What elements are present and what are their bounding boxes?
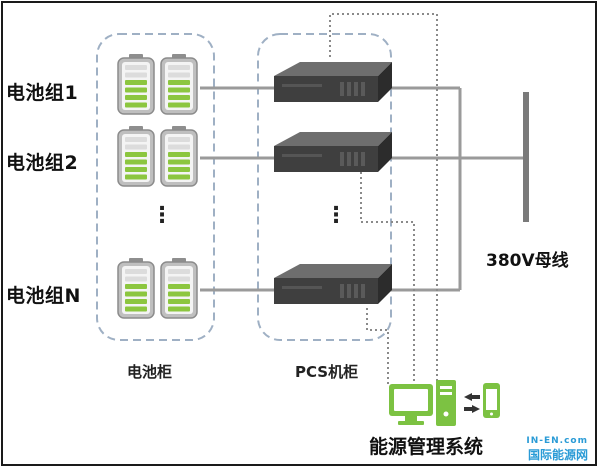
pcs-cabinet-label: PCS机柜 <box>295 363 359 381</box>
watermark: IN-EN.com 国际能源网 <box>526 436 588 463</box>
battery-packs <box>117 54 198 319</box>
watermark-bottom: 国际能源网 <box>527 448 588 462</box>
battery-icon <box>117 258 155 319</box>
ems-computer-icon <box>389 380 456 426</box>
row-label-battery-group-2: 电池组2 <box>6 152 79 174</box>
battery-icon <box>117 126 155 187</box>
pcs-unit-icon <box>274 62 392 102</box>
mobile-phone-icon <box>483 383 500 418</box>
comm-line-mid <box>360 172 415 386</box>
watermark-top: IN-EN.com <box>526 436 588 446</box>
battery-icon <box>160 258 198 319</box>
pcs-units <box>274 62 392 304</box>
battery-icon <box>117 54 155 115</box>
comm-line-bottom <box>366 308 389 386</box>
ems-label: 能源管理系统 <box>369 436 484 458</box>
pcs-cabinet-outline <box>257 33 392 341</box>
battery-cabinet-label: 电池柜 <box>127 363 173 381</box>
battery-icon <box>160 126 198 187</box>
comm-line-top <box>329 13 438 386</box>
battery-icon <box>160 54 198 115</box>
pcs-ellipsis: ⋮ <box>325 203 347 228</box>
row-label-battery-group-n: 电池组N <box>6 285 81 307</box>
power-lines <box>200 86 524 292</box>
battery-cabinet-outline <box>96 33 215 341</box>
bus-label: 380V母线 <box>486 251 569 271</box>
comm-lines <box>329 13 438 386</box>
row-label-battery-group-1: 电池组1 <box>6 82 79 104</box>
pcs-unit-icon <box>274 132 392 172</box>
battery-ellipsis: ⋮ <box>151 203 173 228</box>
sync-arrows-icon <box>464 393 480 413</box>
pcs-unit-icon <box>274 264 392 304</box>
